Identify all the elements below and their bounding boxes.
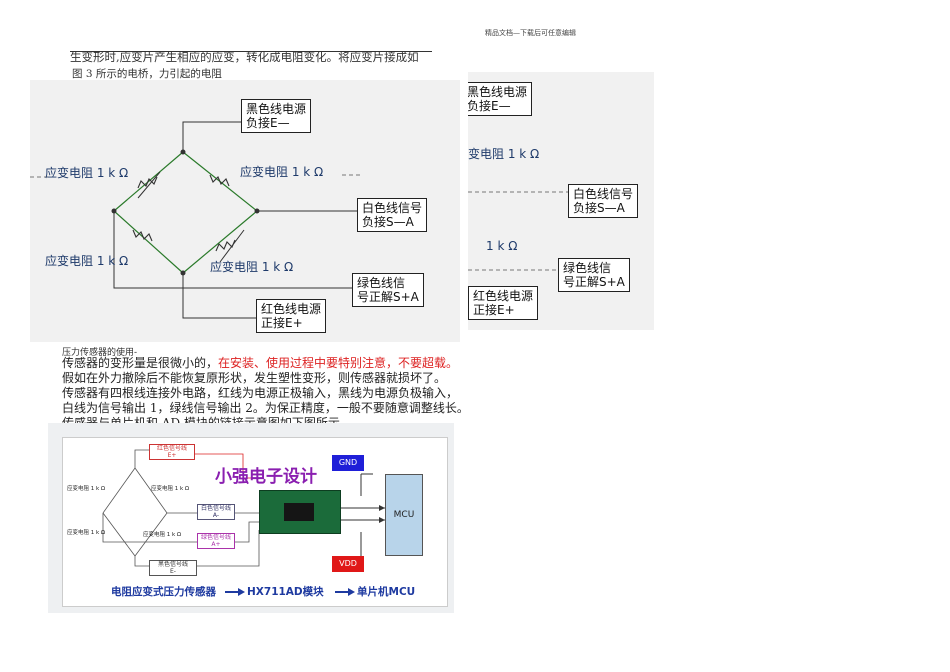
- usage-title: 压力传感器的使用-: [62, 348, 138, 358]
- module-res-label-tl: 应变电阻 1 k Ω: [67, 486, 106, 492]
- flow-sensor-label: 电阻应变式压力传感器: [111, 586, 216, 598]
- module-res-label-bl: 应变电阻 1 k Ω: [67, 530, 106, 536]
- hx711-chip: [284, 503, 314, 521]
- usage-paragraph-4: 白线为信号输出 1，绿线信号输出 2。为保正精度，一般不要随意调整线长。: [62, 401, 469, 415]
- white-wire-label: 白色线信号 负接S—A: [357, 198, 428, 232]
- usage-p1-normal: 传感器的变形量是很微小的，: [62, 356, 219, 370]
- module-res-label-tr: 应变电阻 1 k Ω: [151, 486, 190, 492]
- resistor-label-bottom-right: 应变电阻 1 k Ω: [210, 260, 294, 274]
- resistor-label-bottom-left: 应变电阻 1 k Ω: [45, 254, 129, 268]
- usage-paragraph-2: 假如在外力撤除后不能恢复原形状，发生塑性变形，则传感器就损坏了。: [62, 371, 447, 385]
- white-wire-label-copy: 白色线信号 负接S—A: [568, 184, 639, 218]
- green-signal-box: 绿色信号线 A+: [197, 533, 235, 549]
- mcu-box: MCU: [385, 474, 423, 556]
- module-diagram-lines: [102, 449, 385, 596]
- hx711-board: [259, 490, 341, 534]
- red-wire-label-copy: 红色线电源 正接E+: [468, 286, 539, 320]
- black-signal-box: 黑色信号线 E-: [149, 560, 197, 576]
- bridge-figure: 黑色线电源 负接E— 应变电阻 1 k Ω 应变电阻 1 k Ω 应变电阻 1 …: [30, 80, 460, 342]
- strike-rule: [70, 51, 432, 52]
- intro-line-2: 图 3 所示的电桥，力引起的电阻: [72, 68, 222, 80]
- bridge-diagram: [30, 121, 360, 319]
- bridge-figure-copy: 黑色线电源 负接E— 变电阻 1 k Ω 白色线信号 负接S—A 1 k Ω 绿…: [468, 72, 654, 330]
- usage-paragraph-1: 传感器的变形量是很微小的，在安装、使用过程中要特别注意，不要超载。: [62, 356, 458, 372]
- flow-module-label: HX711AD模块: [247, 586, 324, 598]
- module-diagram-inner: 小强电子设计 GND VDD MCU 红色信号线 E+ 白色信号线 A- 绿色信…: [62, 437, 448, 607]
- module-diagram: 小强电子设计 GND VDD MCU 红色信号线 E+ 白色信号线 A- 绿色信…: [48, 423, 454, 613]
- resistor-label-top-left: 应变电阻 1 k Ω: [45, 166, 129, 180]
- green-wire-label-copy: 绿色线信 号正解S+A: [558, 258, 630, 292]
- usage-paragraph-3: 传感器有四根线连接外电路，红线为电源正极输入，黑线为电源负极输入，: [62, 386, 459, 400]
- black-wire-label-copy: 黑色线电源 负接E—: [468, 82, 533, 116]
- resistor-label-copy-top: 变电阻 1 k Ω: [468, 147, 540, 161]
- white-signal-box: 白色信号线 A-: [197, 504, 235, 520]
- intro-line-1: 生变形时,应变片产生相应的应变，转化成电阻变化。将应变片接成如: [70, 50, 419, 64]
- flow-mcu-label: 单片机MCU: [357, 586, 416, 598]
- module-res-label-br: 应变电阻 1 k Ω: [143, 532, 182, 538]
- page-header-note: 精品文档—下载后可任意编辑: [485, 29, 576, 37]
- brand-label: 小强电子设计: [215, 467, 317, 487]
- usage-p1-warning: 在安装、使用过程中要特别注意，不要超载。: [218, 356, 459, 370]
- vdd-box: VDD: [332, 556, 364, 572]
- black-wire-label: 黑色线电源 负接E—: [241, 99, 312, 133]
- resistor-label-copy-bottom: 1 k Ω: [486, 239, 518, 253]
- gnd-box: GND: [332, 455, 364, 471]
- red-signal-box: 红色信号线 E+: [149, 444, 195, 460]
- green-wire-label: 绿色线信 号正解S+A: [352, 273, 424, 307]
- resistor-label-top-right: 应变电阻 1 k Ω: [240, 165, 324, 179]
- red-wire-label: 红色线电源 正接E+: [256, 299, 327, 333]
